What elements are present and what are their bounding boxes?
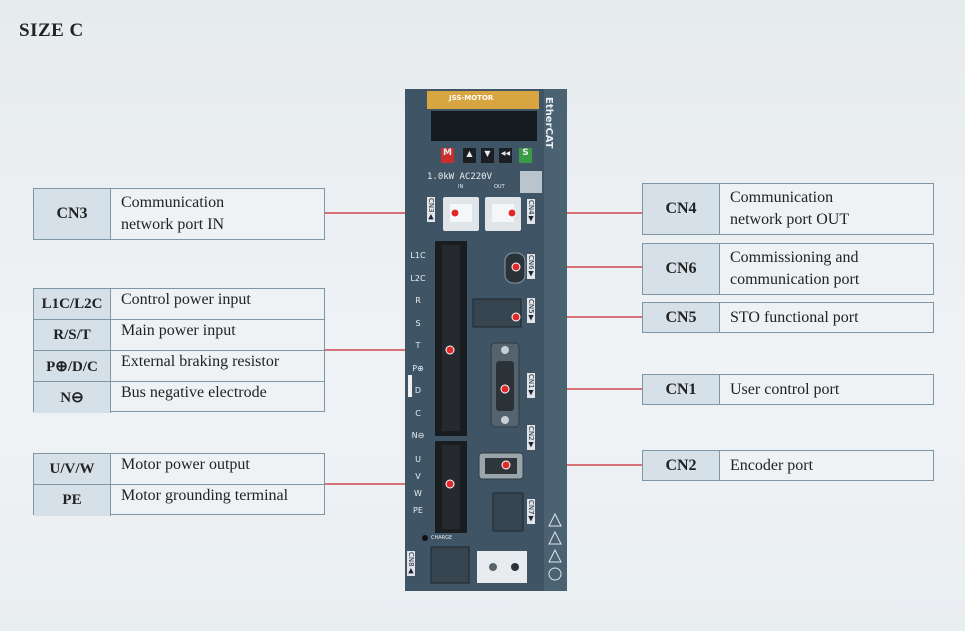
terminal-pe: PE <box>413 505 423 515</box>
port-out-label: OUT <box>494 184 505 190</box>
terminal-w: W <box>414 488 422 498</box>
tag-cn3: CN3▲ <box>427 197 435 222</box>
port-cn8 <box>430 546 470 584</box>
display-panel <box>431 111 537 141</box>
tag-cn5: CN5▼ <box>527 298 535 323</box>
brand-plate <box>427 91 539 109</box>
label-desc-line: Communication <box>730 189 834 206</box>
set-button[interactable]: S <box>522 148 529 158</box>
tag-cn6: CN6▼ <box>527 254 535 279</box>
tag-cn2: CN2▼ <box>527 425 535 450</box>
shift-button[interactable]: ◀◀ <box>500 150 511 157</box>
terminal-p: P⊕ <box>412 363 424 373</box>
button-s <box>519 148 532 163</box>
up-button[interactable]: ▲ <box>466 149 473 158</box>
rating-label: 1.0kW AC220V <box>427 172 493 182</box>
label-cn5: CN5 STO functional port <box>642 302 934 333</box>
label-code: CN2 <box>643 451 720 480</box>
marker-cn2 <box>501 460 511 470</box>
power-row: N⊖ Bus negative electrode <box>34 382 324 413</box>
terminal-labels: L1C L2C R S T P⊕ D C N⊖ U V W PE <box>407 245 429 519</box>
label-desc: External braking resistor <box>121 353 280 370</box>
terminal-d: D <box>414 386 422 395</box>
label-desc-line: communication port <box>730 271 860 288</box>
label-desc-line: Communication <box>121 194 225 211</box>
motor-row: PE Motor grounding terminal <box>34 485 324 516</box>
terminal-r: R <box>415 296 421 305</box>
label-desc: Motor power output <box>121 456 250 473</box>
label-motor-group: U/V/W Motor power output PE Motor groundin… <box>33 453 325 516</box>
ground-panel <box>477 551 527 583</box>
terminal-c: C <box>415 408 421 418</box>
label-power-group: L1C/L2C Control power input R/S/T Main pow… <box>33 288 325 413</box>
button-m <box>441 148 454 163</box>
ethercat-label: EtherCAT <box>543 97 554 149</box>
qr-code <box>520 171 542 193</box>
label-desc: STO functional port <box>730 308 859 326</box>
marker-cn4 <box>507 208 517 218</box>
brand-label: JSS-MOTOR <box>449 94 494 102</box>
label-desc-line: network port OUT <box>730 211 850 228</box>
label-cn2: CN2 Encoder port <box>642 450 934 481</box>
power-row: R/S/T Main power input <box>34 320 324 351</box>
label-cn1: CN1 User control port <box>642 374 934 405</box>
label-desc-line: Commissioning and <box>730 249 859 266</box>
label-desc: Motor grounding terminal <box>121 487 289 504</box>
label-desc: Main power input <box>121 322 236 339</box>
label-code: U/V/W <box>34 454 111 484</box>
tag-cn7: CN7▼ <box>527 499 535 524</box>
port-in-label: IN <box>458 184 464 190</box>
label-desc: User control port <box>730 380 840 398</box>
label-desc: Communication network port OUT <box>720 187 849 231</box>
marker-cn1 <box>500 384 510 394</box>
label-desc: Encoder port <box>730 456 814 474</box>
label-code: N⊖ <box>34 382 111 413</box>
power-row: P⊕/D/C External braking resistor <box>34 351 324 382</box>
mode-button[interactable]: M <box>443 148 452 158</box>
label-desc: Communication network port IN <box>111 192 224 236</box>
label-code: CN4 <box>643 184 720 234</box>
label-desc: Commissioning and communication port <box>720 247 859 291</box>
label-code: R/S/T <box>34 320 111 350</box>
port-cn7 <box>492 492 524 532</box>
terminal-u: U <box>415 454 421 464</box>
label-cn3: CN3 Communication network port IN <box>33 188 325 240</box>
ground-symbol-icon <box>548 567 562 581</box>
motor-row: U/V/W Motor power output <box>34 454 324 485</box>
servo-drive: JSS-MOTOR EtherCAT M ▲ ▼ ◀◀ S 1.0kW AC22… <box>405 89 567 591</box>
tag-cn4: CN4▼ <box>527 199 535 224</box>
power-row: L1C/L2C Control power input <box>34 289 324 320</box>
label-code: CN1 <box>643 375 720 404</box>
label-cn4: CN4 Communication network port OUT <box>642 183 934 235</box>
terminal-n: N⊖ <box>411 431 425 440</box>
label-code: L1C/L2C <box>34 289 111 319</box>
port-cn5 <box>472 298 522 328</box>
charge-label: CHARGE <box>431 535 453 541</box>
terminal-l1c: L1C <box>410 251 426 260</box>
terminal-s: S <box>415 318 421 328</box>
label-code: CN6 <box>643 244 720 294</box>
page-title: SIZE C <box>19 20 84 41</box>
label-desc: Bus negative electrode <box>121 384 267 401</box>
marker-cn6 <box>511 262 521 272</box>
label-code: CN3 <box>34 189 111 239</box>
marker-cn5 <box>511 312 521 322</box>
terminal-t: T <box>415 341 421 350</box>
marker-motor <box>445 479 455 489</box>
terminal-v: V <box>415 471 421 481</box>
label-desc-line: network port IN <box>121 216 225 233</box>
label-desc: Control power input <box>121 291 251 308</box>
marker-power <box>445 345 455 355</box>
marker-cn3 <box>450 208 460 218</box>
down-button[interactable]: ▼ <box>484 149 491 158</box>
label-code: P⊕/D/C <box>34 351 111 381</box>
label-code: CN5 <box>643 303 720 332</box>
tag-cn8: CN8▲ <box>407 551 415 576</box>
tag-cn1: CN1▼ <box>527 373 535 398</box>
label-cn6: CN6 Commissioning and communication port <box>642 243 934 295</box>
label-code: PE <box>34 485 111 516</box>
terminal-l2c: L2C <box>410 273 426 283</box>
